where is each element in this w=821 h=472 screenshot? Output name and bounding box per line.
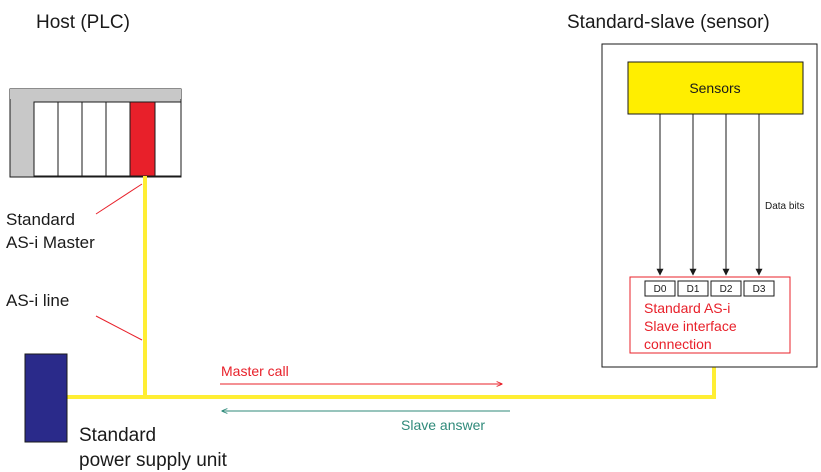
plc-module xyxy=(81,101,107,177)
plc-module xyxy=(33,101,59,177)
bit-cell-label: D0 xyxy=(654,284,667,295)
bit-cell xyxy=(644,280,676,297)
power-supply-label-line2: power supply unit xyxy=(79,450,228,471)
master-label-line1: Standard xyxy=(6,210,75,229)
power-supply-unit xyxy=(24,353,68,443)
bit-cells: D0 D1 D2 D3 xyxy=(644,280,775,297)
slave-interface-box xyxy=(629,276,791,354)
bit-cell-label: D3 xyxy=(753,284,766,295)
bit-cell xyxy=(677,280,709,297)
bit-cell xyxy=(710,280,742,297)
data-bits-label: Data bits xyxy=(765,201,804,212)
slave-interface-line3: connection xyxy=(644,336,712,352)
plc-module xyxy=(57,101,83,177)
slave-interface-line2: Slave interface xyxy=(644,318,737,334)
sensors-box xyxy=(627,61,804,115)
bit-cell xyxy=(743,280,775,297)
asi-master-module xyxy=(129,101,156,177)
data-bit-arrows xyxy=(656,114,763,276)
plc-module xyxy=(105,101,131,177)
bit-cell-label: D1 xyxy=(687,284,700,295)
asi-line-label: AS-i line xyxy=(6,291,69,310)
power-supply-label-line1: Standard xyxy=(79,425,156,446)
master-label-line2: AS-i Master xyxy=(6,233,95,252)
plc-module xyxy=(154,101,182,177)
slave-interface-line1: Standard AS-i xyxy=(644,300,730,316)
sensors-label: Sensors xyxy=(689,80,740,96)
bit-cell-label: D2 xyxy=(720,284,733,295)
slave-answer-label: Slave answer xyxy=(401,417,485,433)
host-title: Host (PLC) xyxy=(36,12,130,33)
master-leader-line xyxy=(95,183,143,215)
slave-device-title: Standard-slave (sensor) xyxy=(567,12,770,33)
master-call-label: Master call xyxy=(221,363,289,379)
asi-line-leader xyxy=(95,315,143,341)
plc-rack xyxy=(9,88,182,178)
